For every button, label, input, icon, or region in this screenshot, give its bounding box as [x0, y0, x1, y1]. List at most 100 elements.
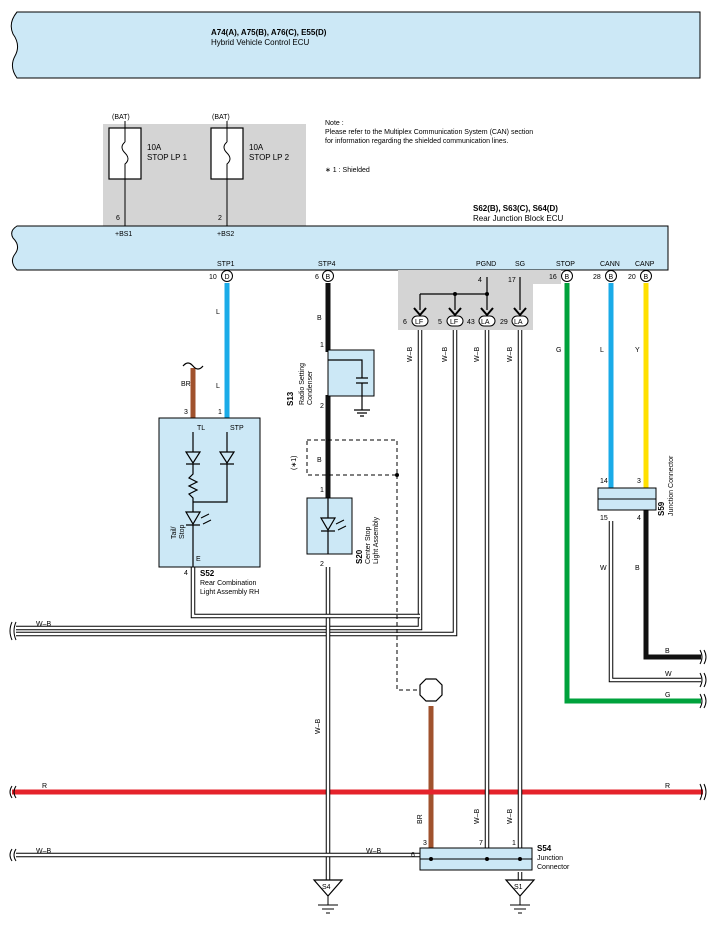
note-shielded: ∗ 1 : Shielded	[325, 167, 370, 174]
fuse2-pin: 2	[218, 215, 222, 222]
svg-text:4: 4	[478, 277, 482, 284]
fuse2-amp: 10A	[249, 143, 264, 152]
s13-pin2: 2	[320, 403, 324, 410]
s52-pin4: 4	[184, 570, 188, 577]
svg-text:L: L	[216, 383, 220, 390]
term-pgnd: PGND	[476, 261, 496, 268]
s54-pin6: 6	[411, 852, 415, 859]
svg-text:B: B	[317, 457, 322, 464]
shield-label: (∗1)	[291, 456, 298, 470]
shield-drain-octagon	[419, 678, 443, 702]
s52-label2: Light Assembly RH	[200, 589, 259, 596]
s20-pin1: 1	[320, 487, 324, 494]
tail-feed-tilde	[182, 362, 204, 370]
svg-text:16: 16	[549, 274, 557, 281]
svg-text:B: B	[665, 648, 670, 655]
wire-stop-green	[564, 283, 701, 704]
svg-text:43: 43	[467, 319, 475, 326]
svg-text:Y: Y	[635, 347, 640, 354]
fuse1-amp: 10A	[147, 143, 162, 152]
s54-pin3: 3	[423, 840, 427, 847]
s54-code: S54	[537, 844, 552, 853]
s54-pin7: 7	[479, 840, 483, 847]
rj-ecu-title: S62(B), S63(C), S64(D)	[473, 204, 558, 213]
svg-text:LF: LF	[415, 319, 423, 326]
svg-text:LA: LA	[514, 319, 523, 326]
term-bs2: +BS2	[217, 231, 234, 238]
s13-capacitor	[328, 359, 370, 417]
svg-text:W–B: W–B	[474, 347, 481, 363]
svg-text:G: G	[665, 692, 670, 699]
svg-text:B: B	[317, 315, 322, 322]
svg-text:W–B: W–B	[474, 809, 481, 825]
svg-text:LA: LA	[481, 319, 490, 326]
svg-text:R: R	[665, 783, 670, 790]
fuse1-source: (BAT)	[112, 114, 130, 121]
term-stp4: STP4	[318, 261, 336, 268]
svg-text:W–B: W–B	[442, 347, 449, 363]
fuse1-name: STOP LP 1	[147, 153, 188, 162]
svg-text:S4: S4	[322, 884, 331, 891]
break-marks	[9, 621, 707, 862]
s54-label1: Junction	[537, 855, 563, 862]
s20-pin2: 2	[320, 561, 324, 568]
s52-pin1: 1	[218, 409, 222, 416]
rj-ecu-box	[11, 225, 669, 271]
wb-wires	[16, 330, 701, 880]
s52-box	[158, 417, 261, 568]
fuse2-name: STOP LP 2	[249, 153, 290, 162]
term-stp1: STP1	[217, 261, 235, 268]
rj-ecu-subtitle: Rear Junction Block ECU	[473, 214, 563, 223]
svg-text:B: B	[565, 274, 570, 281]
s13-code: S13	[286, 391, 295, 406]
s20-box	[306, 497, 353, 555]
s52-stp: STP	[230, 425, 244, 432]
term-bs1: +BS1	[115, 231, 132, 238]
svg-text:29: 29	[500, 319, 508, 326]
s20-label2: Light Assembly	[373, 516, 380, 564]
svg-text:BR: BR	[181, 381, 191, 388]
terminal-circles: D 10 B 6 4 17 B 16 B 28 B 20	[209, 270, 652, 284]
s59-pin3: 3	[637, 478, 641, 485]
s52-code: S52	[200, 569, 215, 578]
s52-circuit	[184, 432, 236, 567]
s59-code: S59	[657, 501, 666, 516]
svg-text:B: B	[644, 274, 649, 281]
svg-text:10: 10	[209, 274, 217, 281]
svg-text:D: D	[225, 274, 230, 281]
s59-label: Junction Connector	[668, 455, 675, 516]
svg-text:L: L	[600, 347, 604, 354]
hv-ecu-box	[10, 11, 701, 79]
svg-text:20: 20	[628, 274, 636, 281]
svg-text:S1: S1	[514, 884, 523, 891]
s13-pin1: 1	[320, 342, 324, 349]
svg-text:28: 28	[593, 274, 601, 281]
ground-s1: S1	[504, 879, 536, 914]
hv-ecu-subtitle: Hybrid Vehicle Control ECU	[211, 38, 309, 47]
svg-text:G: G	[556, 347, 561, 354]
svg-text:L: L	[216, 309, 220, 316]
fuse1-symbol	[121, 128, 129, 179]
term-cann: CANN	[600, 261, 620, 268]
s52-pin3: 3	[184, 409, 188, 416]
svg-text:6: 6	[403, 319, 407, 326]
s20-label1: Center Stop	[365, 527, 372, 564]
svg-text:W–B: W–B	[36, 621, 52, 628]
s52-inner2: Stop	[179, 524, 186, 539]
term-sg: SG	[515, 261, 525, 268]
svg-text:W–B: W–B	[507, 809, 514, 825]
s13-label1: Radio Setting	[299, 363, 306, 405]
s52-led-rays	[200, 513, 212, 525]
s52-inner1: Tail/	[171, 526, 178, 539]
svg-text:W–B: W–B	[366, 848, 382, 855]
svg-text:17: 17	[508, 277, 516, 284]
svg-text:W: W	[665, 671, 672, 678]
svg-text:W–B: W–B	[36, 848, 52, 855]
svg-text:R: R	[42, 783, 47, 790]
s13-box	[327, 349, 375, 397]
term-stop: STOP	[556, 261, 575, 268]
svg-text:6: 6	[315, 274, 319, 281]
wire-color-labels: L L B B BR G L Y W B W–B W–B W–B W–B W–B…	[36, 309, 672, 855]
stop-shade-area	[533, 270, 561, 284]
